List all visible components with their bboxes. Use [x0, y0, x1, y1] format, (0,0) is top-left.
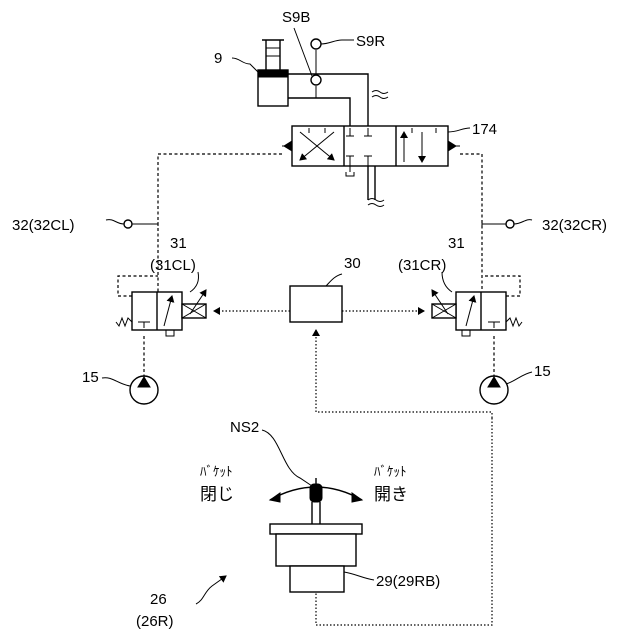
- bucket-open-top: ﾊﾞｹｯﾄ: [374, 464, 407, 479]
- lever-sensor-label: NS2: [230, 419, 259, 436]
- control-valve-leader: [448, 128, 470, 132]
- proportional-valve-right-sub: (31CR): [398, 257, 446, 274]
- control-valve: [282, 126, 460, 200]
- pilot-pump-left: [130, 376, 158, 404]
- bucket-open-bottom: 開き: [374, 485, 408, 504]
- prop-valve-right-leader: [442, 272, 452, 292]
- prop-valve-left-leader: [190, 272, 199, 292]
- control-valve-label: 174: [472, 121, 497, 138]
- pressure-sensor-right: [482, 220, 532, 228]
- bucket-close-bottom: 閉じ: [200, 485, 234, 504]
- pressure-sensor-right-label: 32(32CR): [542, 217, 607, 234]
- bucket-close-top: ﾊﾞｹｯﾄ: [200, 464, 233, 479]
- pressure-sensor-left: [106, 220, 158, 228]
- s9r-label: S9R: [356, 33, 385, 50]
- proportional-valve-right-num: 31: [448, 235, 465, 252]
- controller-label: 30: [344, 255, 361, 272]
- s9r-leader: [321, 40, 354, 44]
- lever-sensor-leader: [262, 430, 312, 486]
- cylinder-label: 9: [214, 50, 222, 67]
- rcv-leader: [344, 572, 374, 580]
- hydraulic-cylinder: [258, 40, 288, 106]
- proportional-valve-left: [116, 276, 206, 336]
- controller-leader: [326, 274, 342, 286]
- operation-device-leader: [196, 576, 226, 604]
- cylinder-hydraulic-lines: [288, 50, 368, 126]
- pressure-sensor-left-label: 32(32CL): [12, 217, 75, 234]
- bottom-pressure-sensor: [311, 75, 321, 85]
- pump-left-label: 15: [82, 369, 99, 386]
- operation-device-num: 26: [150, 591, 167, 608]
- pump-right-label: 15: [534, 363, 551, 380]
- rod-pressure-sensor: [311, 39, 321, 49]
- operation-device-sub: (26R): [136, 613, 174, 630]
- pump-right-leader: [506, 372, 532, 384]
- controller: [290, 286, 342, 322]
- remote-control-valve-label: 29(29RB): [376, 573, 440, 590]
- operation-lever: [270, 478, 362, 524]
- s9b-label: S9B: [282, 9, 310, 26]
- pilot-pump-right: [480, 376, 508, 404]
- signal-lines: [214, 311, 492, 625]
- proportional-valve-left-num: 31: [170, 235, 187, 252]
- pump-left-leader: [102, 378, 130, 386]
- proportional-valve-left-sub: (31CL): [150, 257, 196, 274]
- cylinder-leader: [232, 58, 258, 72]
- s9b-leader: [294, 28, 312, 76]
- remote-control-valve: [270, 524, 362, 592]
- pump-supply-lines: [144, 336, 494, 376]
